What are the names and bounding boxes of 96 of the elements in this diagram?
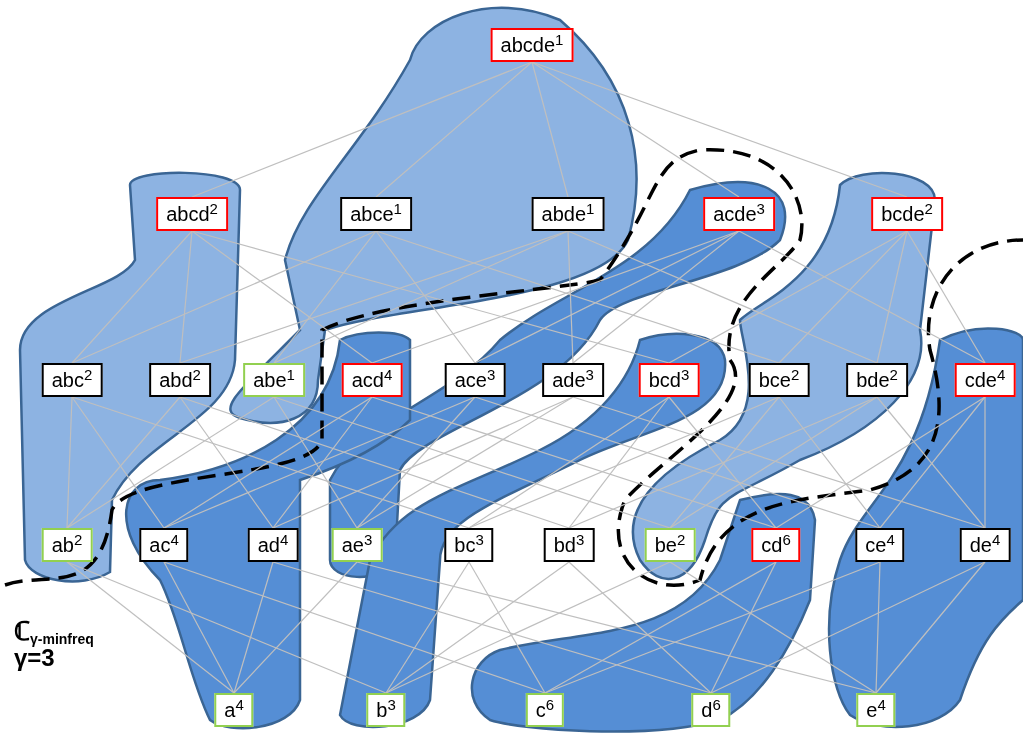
connector-line (385, 561, 470, 694)
connector-line (66, 396, 275, 529)
connector-line (906, 230, 986, 364)
itemset-box: acd$^{4}$ (341, 363, 403, 397)
connector-line (273, 230, 377, 364)
connector-line (572, 396, 986, 529)
connector-line (233, 561, 358, 694)
itemset-box: bce$^{2}$ (748, 363, 810, 397)
itemset-box: be$^{2}$ (644, 528, 696, 562)
connector-line (474, 396, 881, 529)
connector-line (567, 230, 878, 364)
connector-line (66, 561, 235, 694)
connector-line (468, 396, 780, 529)
connector-line (356, 396, 476, 529)
connector-line (272, 396, 373, 529)
connector-line (356, 396, 574, 529)
connector-line (876, 230, 908, 364)
itemset-box: cde$^{4}$ (954, 363, 1016, 397)
connector-line (468, 561, 546, 694)
connector-line (66, 396, 73, 529)
connector-line (531, 61, 740, 198)
itemset-box: abcde$^{1}$ (490, 28, 574, 62)
connector-line (273, 396, 358, 529)
connector-line (875, 561, 986, 694)
itemset-box: abc$^{2}$ (41, 363, 103, 397)
connector-line (778, 230, 908, 364)
connector-line (273, 230, 569, 364)
connector-line (544, 561, 881, 694)
connector-line (544, 561, 777, 694)
connector-line (568, 561, 712, 694)
itemset-box: ace$^{3}$ (444, 363, 506, 397)
connector-line (669, 396, 878, 529)
connector-line (272, 561, 712, 694)
connector-line (531, 61, 569, 198)
connector-line (66, 561, 387, 694)
itemset-box: abce$^{1}$ (340, 197, 412, 231)
connector-line (66, 396, 181, 529)
itemset-box: ac$^{4}$ (139, 528, 189, 562)
connector-line (875, 561, 881, 694)
connector-line (272, 396, 574, 529)
connector-line (273, 396, 671, 529)
connector-line (71, 230, 193, 364)
connector-line (191, 230, 373, 364)
itemset-box: c$^{6}$ (525, 693, 565, 727)
connector-line (669, 561, 877, 694)
connector-line (71, 230, 377, 364)
itemset-box: abe$^{1}$ (243, 363, 305, 397)
connector-line (468, 396, 670, 529)
itemset-box: ad$^{4}$ (247, 528, 299, 562)
itemset-box: a$^{4}$ (214, 693, 254, 727)
connector-line (710, 561, 777, 694)
itemset-box: bc$^{3}$ (444, 528, 494, 562)
itemset-box: bcde$^{2}$ (871, 197, 943, 231)
connector-line (738, 230, 986, 364)
annotation-text: γ=3 (14, 646, 55, 670)
connector-line (778, 396, 881, 529)
connector-line (984, 396, 986, 529)
itemset-box: cd$^{6}$ (751, 528, 801, 562)
itemset-box: e$^{4}$ (856, 693, 896, 727)
itemset-box: abde$^{1}$ (531, 197, 605, 231)
itemset-box: ce$^{4}$ (855, 528, 905, 562)
connector-line (375, 61, 533, 198)
itemset-box: d$^{6}$ (691, 693, 731, 727)
itemset-box: bcd$^{3}$ (638, 363, 700, 397)
itemset-box: de$^{4}$ (959, 528, 1011, 562)
connector-line (179, 230, 193, 364)
itemset-box: ade$^{3}$ (542, 363, 604, 397)
connector-line (668, 230, 908, 364)
itemset-box: ab$^{2}$ (41, 528, 93, 562)
connector-line (385, 561, 570, 694)
connector-line (71, 396, 470, 529)
connector-line (163, 396, 476, 529)
itemset-box: bde$^{2}$ (846, 363, 908, 397)
connector-line (710, 561, 986, 694)
connector-line (385, 561, 671, 694)
connector-line (567, 230, 574, 364)
connector-line (233, 561, 274, 694)
connector-line (163, 561, 235, 694)
connector-line (191, 61, 533, 198)
itemset-box: acde$^{3}$ (703, 197, 775, 231)
connector-line (163, 396, 373, 529)
itemset-box: abcd$^{2}$ (156, 197, 228, 231)
connector-line (775, 396, 986, 529)
connector-line (356, 561, 877, 694)
itemset-box: abd$^{2}$ (149, 363, 211, 397)
connector-line (375, 230, 476, 364)
connector-line (371, 396, 777, 529)
connector-line (163, 561, 546, 694)
itemset-box: ae$^{3}$ (331, 528, 383, 562)
connector-line (568, 396, 670, 529)
itemset-box: bd$^{3}$ (543, 528, 595, 562)
itemset-box: b$^{3}$ (366, 693, 406, 727)
connector-line (572, 230, 740, 364)
connector-line (71, 396, 165, 529)
connector-line (179, 396, 570, 529)
connector-line (179, 396, 274, 529)
